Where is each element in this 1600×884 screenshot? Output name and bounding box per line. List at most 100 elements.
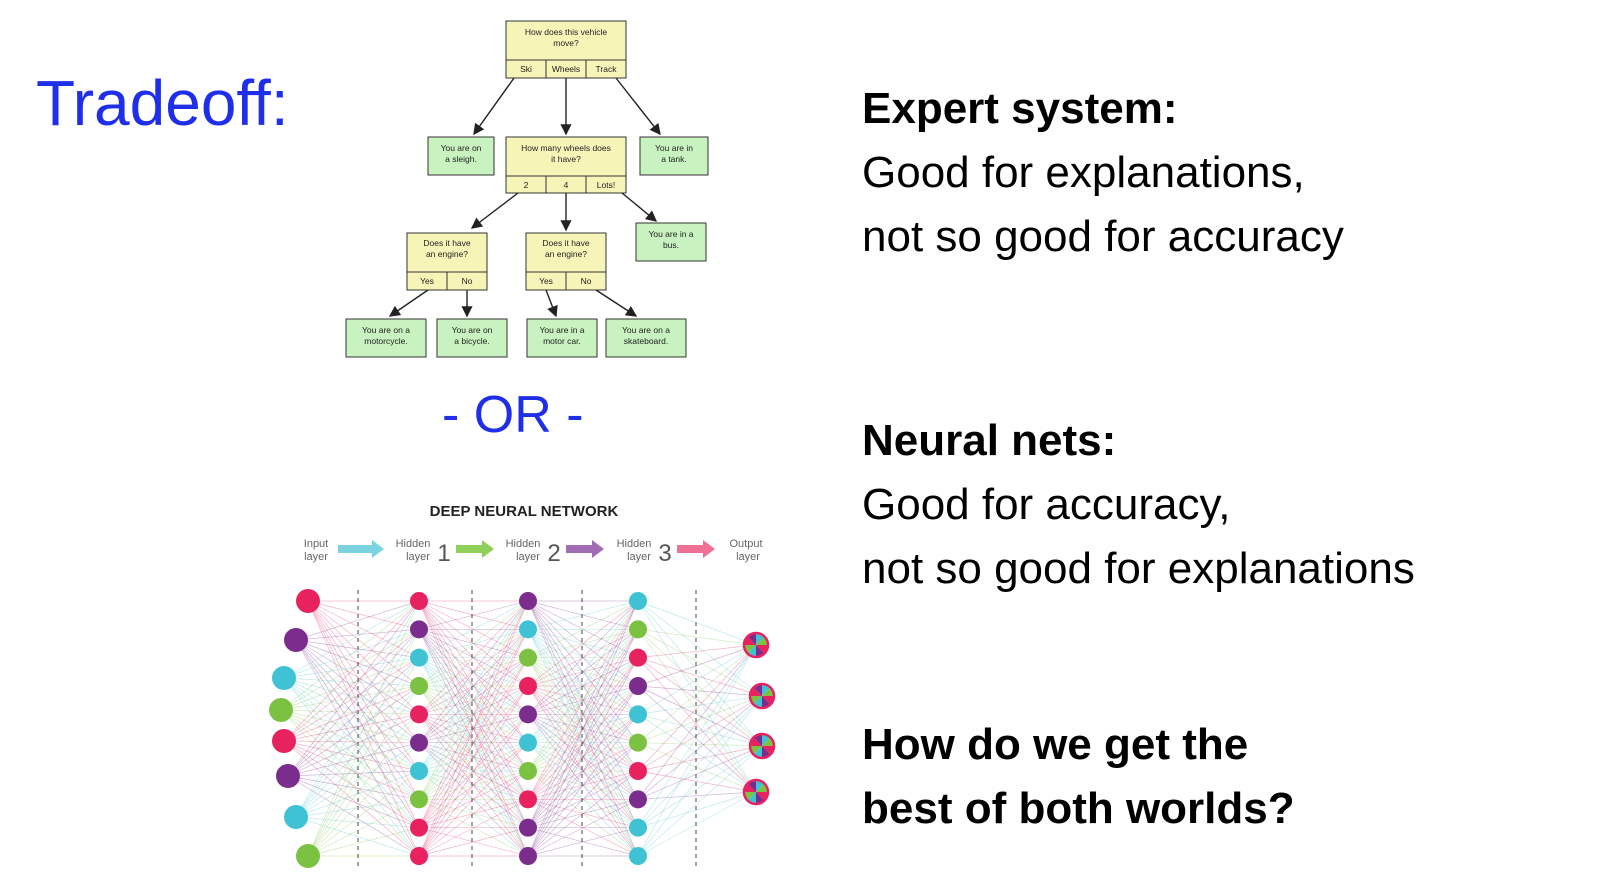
nn-connection bbox=[283, 600, 420, 742]
nn-connection bbox=[287, 629, 420, 777]
nn-connection bbox=[527, 685, 639, 828]
question-line-2: best of both worlds? bbox=[862, 784, 1295, 833]
nn-connection bbox=[287, 685, 420, 777]
nn-connection bbox=[527, 657, 639, 772]
nn-connection bbox=[637, 791, 757, 857]
input-layer-label-2: layer bbox=[304, 551, 328, 563]
nn-connection bbox=[527, 799, 639, 857]
question-node-engine-4-wheels: Does it have an engine? Yes No bbox=[525, 232, 607, 291]
nn-connection bbox=[418, 629, 529, 828]
svg-text:2: 2 bbox=[524, 180, 529, 190]
nn-connection bbox=[418, 742, 529, 828]
svg-text:You are on a: You are on a bbox=[622, 325, 670, 335]
nn-connection bbox=[418, 713, 529, 744]
nn-connection bbox=[280, 709, 420, 744]
nn-connection bbox=[527, 629, 639, 687]
nn-connection bbox=[418, 657, 529, 772]
nn-connection bbox=[418, 600, 529, 715]
svg-text:move?: move? bbox=[553, 38, 579, 48]
nn-connection bbox=[307, 770, 420, 857]
nn-connection bbox=[307, 600, 420, 715]
nn-connection bbox=[418, 714, 529, 772]
nn-connection bbox=[637, 685, 763, 697]
nn-connection bbox=[527, 600, 639, 772]
hidden-layer-2-number: 2 bbox=[547, 540, 560, 567]
nn-connection bbox=[418, 629, 529, 857]
nn-connection bbox=[527, 685, 639, 743]
nn-connection bbox=[527, 714, 639, 800]
nn-connection bbox=[295, 600, 420, 818]
nn-connection bbox=[418, 629, 529, 772]
nn-connection bbox=[295, 639, 420, 857]
nn-connection bbox=[280, 600, 420, 711]
answer-node-tank: You are in a tank. bbox=[639, 136, 709, 176]
input-node bbox=[284, 805, 308, 829]
nn-connection bbox=[418, 657, 529, 687]
nn-connection bbox=[527, 685, 639, 857]
nn-connection bbox=[280, 709, 420, 828]
hidden-node-layer-3 bbox=[629, 733, 647, 752]
hidden-node-layer-2 bbox=[519, 733, 537, 752]
nn-connection bbox=[295, 600, 420, 641]
nn-connection bbox=[307, 600, 420, 743]
nn-connection bbox=[418, 657, 529, 857]
nn-separators bbox=[357, 590, 697, 870]
nn-connection bbox=[527, 629, 639, 772]
hidden-layer-3-label-1: Hidden bbox=[617, 538, 652, 550]
nn-connection bbox=[418, 685, 529, 800]
nn-connection bbox=[527, 685, 639, 800]
svg-text:bus.: bus. bbox=[663, 240, 679, 250]
nn-connection bbox=[418, 685, 529, 743]
hidden-node-layer-3 bbox=[629, 592, 647, 610]
nn-connection bbox=[637, 695, 763, 743]
nn-connection bbox=[418, 714, 529, 857]
nn-connection bbox=[418, 657, 529, 828]
svg-text:How does this vehicle: How does this vehicle bbox=[525, 27, 607, 37]
nn-connection bbox=[527, 742, 639, 800]
nn-connection bbox=[418, 742, 529, 772]
input-node bbox=[284, 628, 308, 652]
nn-connection bbox=[418, 657, 529, 772]
slide-title: Tradeoff: bbox=[36, 67, 289, 139]
output-node bbox=[742, 631, 770, 659]
nn-connection bbox=[527, 742, 639, 800]
nn-connection bbox=[307, 714, 420, 857]
nn-title: DEEP NEURAL NETWORK bbox=[430, 503, 619, 520]
svg-text:You are in: You are in bbox=[655, 143, 693, 153]
nn-connection bbox=[418, 629, 529, 743]
svg-text:an engine?: an engine? bbox=[426, 249, 468, 259]
nn-connection bbox=[283, 677, 420, 687]
hidden-layer-3-number: 3 bbox=[658, 540, 671, 567]
input-node bbox=[272, 666, 296, 690]
nn-connection bbox=[283, 740, 420, 828]
hidden-layer-1-label-1: Hidden bbox=[396, 538, 431, 550]
nn-connection bbox=[527, 714, 639, 857]
svg-text:You are on: You are on bbox=[441, 143, 482, 153]
hidden-node-layer-1 bbox=[410, 592, 428, 610]
nn-connection bbox=[527, 629, 639, 828]
nn-connection bbox=[280, 685, 420, 711]
nn-connection bbox=[637, 791, 757, 829]
nn-connection bbox=[307, 600, 420, 687]
nn-connection bbox=[527, 600, 639, 828]
nn-connection bbox=[418, 629, 529, 715]
nn-connection bbox=[637, 600, 763, 697]
nn-connection bbox=[527, 742, 639, 828]
nn-connection bbox=[283, 740, 420, 772]
nn-connection bbox=[418, 600, 529, 658]
nn-connection bbox=[527, 770, 639, 828]
nn-connection bbox=[527, 600, 639, 658]
hidden-node-layer-1 bbox=[410, 733, 428, 752]
nn-connection bbox=[307, 685, 420, 857]
nn-connection bbox=[418, 742, 529, 800]
nn-connection bbox=[527, 600, 639, 772]
nn-connection bbox=[418, 714, 529, 800]
hidden-node-layer-3 bbox=[629, 790, 647, 809]
nn-connection bbox=[418, 714, 529, 772]
output-layer-label-2: layer bbox=[736, 551, 760, 563]
nn-connection bbox=[637, 770, 757, 793]
nn-connection bbox=[637, 644, 757, 857]
nn-connection bbox=[307, 600, 420, 772]
nn-connection bbox=[287, 742, 420, 777]
